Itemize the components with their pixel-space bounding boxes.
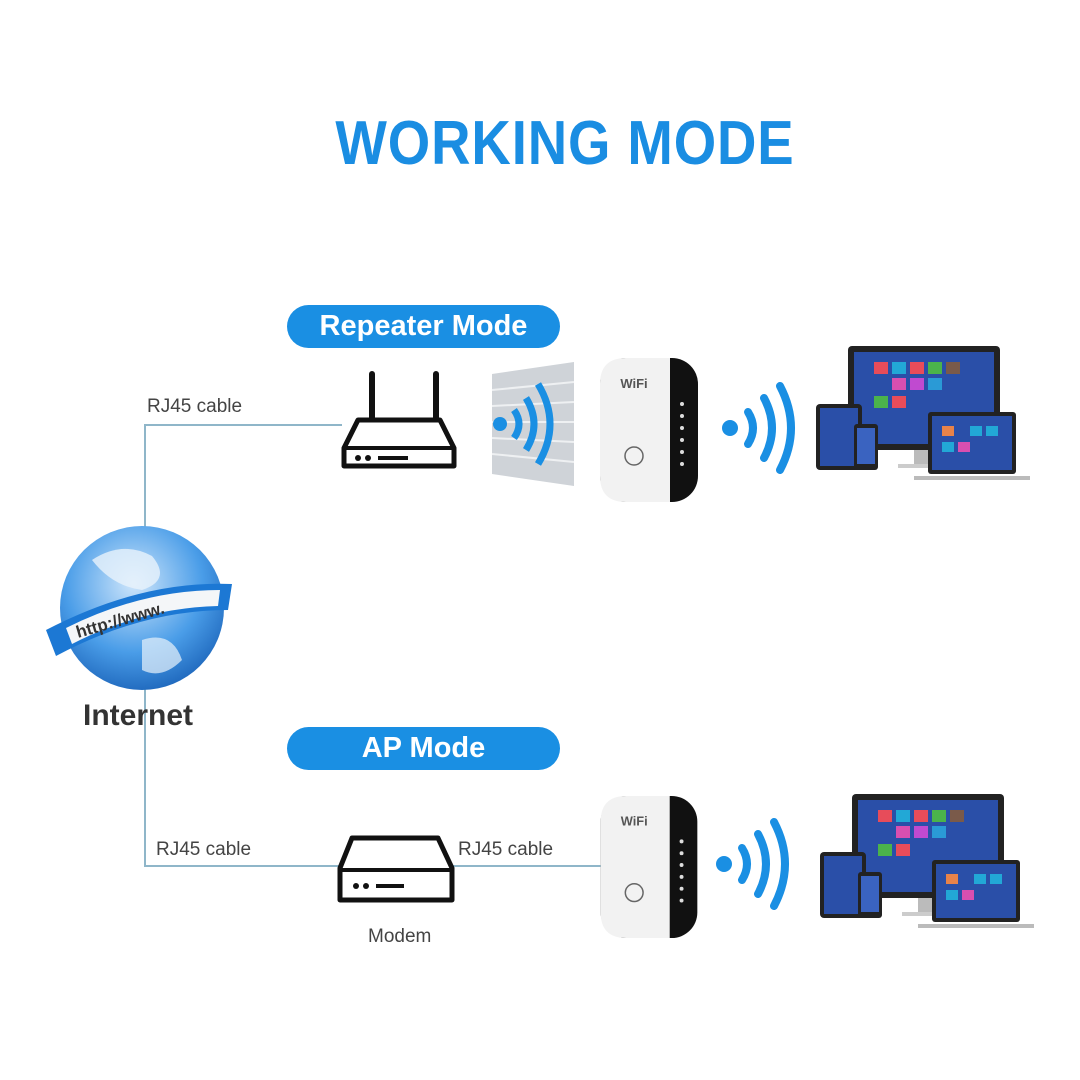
rj45-cable-label-repeater: RJ45 cable [147, 396, 243, 417]
wifi-extender-device-ap: WiFi [600, 795, 698, 939]
globe-icon: http://www. [46, 526, 232, 690]
router-icon [341, 371, 457, 469]
page-title: WORKING MODE [335, 109, 795, 178]
cable-repeater-router [144, 424, 342, 426]
modem-label: Modem [368, 926, 432, 947]
client-devices-icon-ap [820, 794, 1034, 928]
wifi-logo: WiFi [620, 376, 647, 391]
rj45-cable-label-ap-right: RJ45 cable [458, 839, 554, 860]
client-devices-icon [816, 346, 1030, 480]
cable-modem-extender [450, 865, 602, 867]
repeater-mode-badge: Repeater Mode [287, 305, 560, 348]
wifi-signal-icon-ap [716, 818, 789, 910]
wifi-logo: WiFi [621, 814, 648, 829]
wifi-signal-icon [722, 382, 795, 474]
wifi-extender-device: WiFi [600, 358, 698, 502]
modem-icon [337, 835, 455, 903]
rj45-cable-label-ap-left: RJ45 cable [156, 839, 252, 860]
ap-mode-badge: AP Mode [287, 727, 560, 770]
wall-signal-icon [491, 362, 575, 486]
internet-label: Internet [83, 699, 194, 732]
cable-ap-modem [144, 865, 342, 867]
